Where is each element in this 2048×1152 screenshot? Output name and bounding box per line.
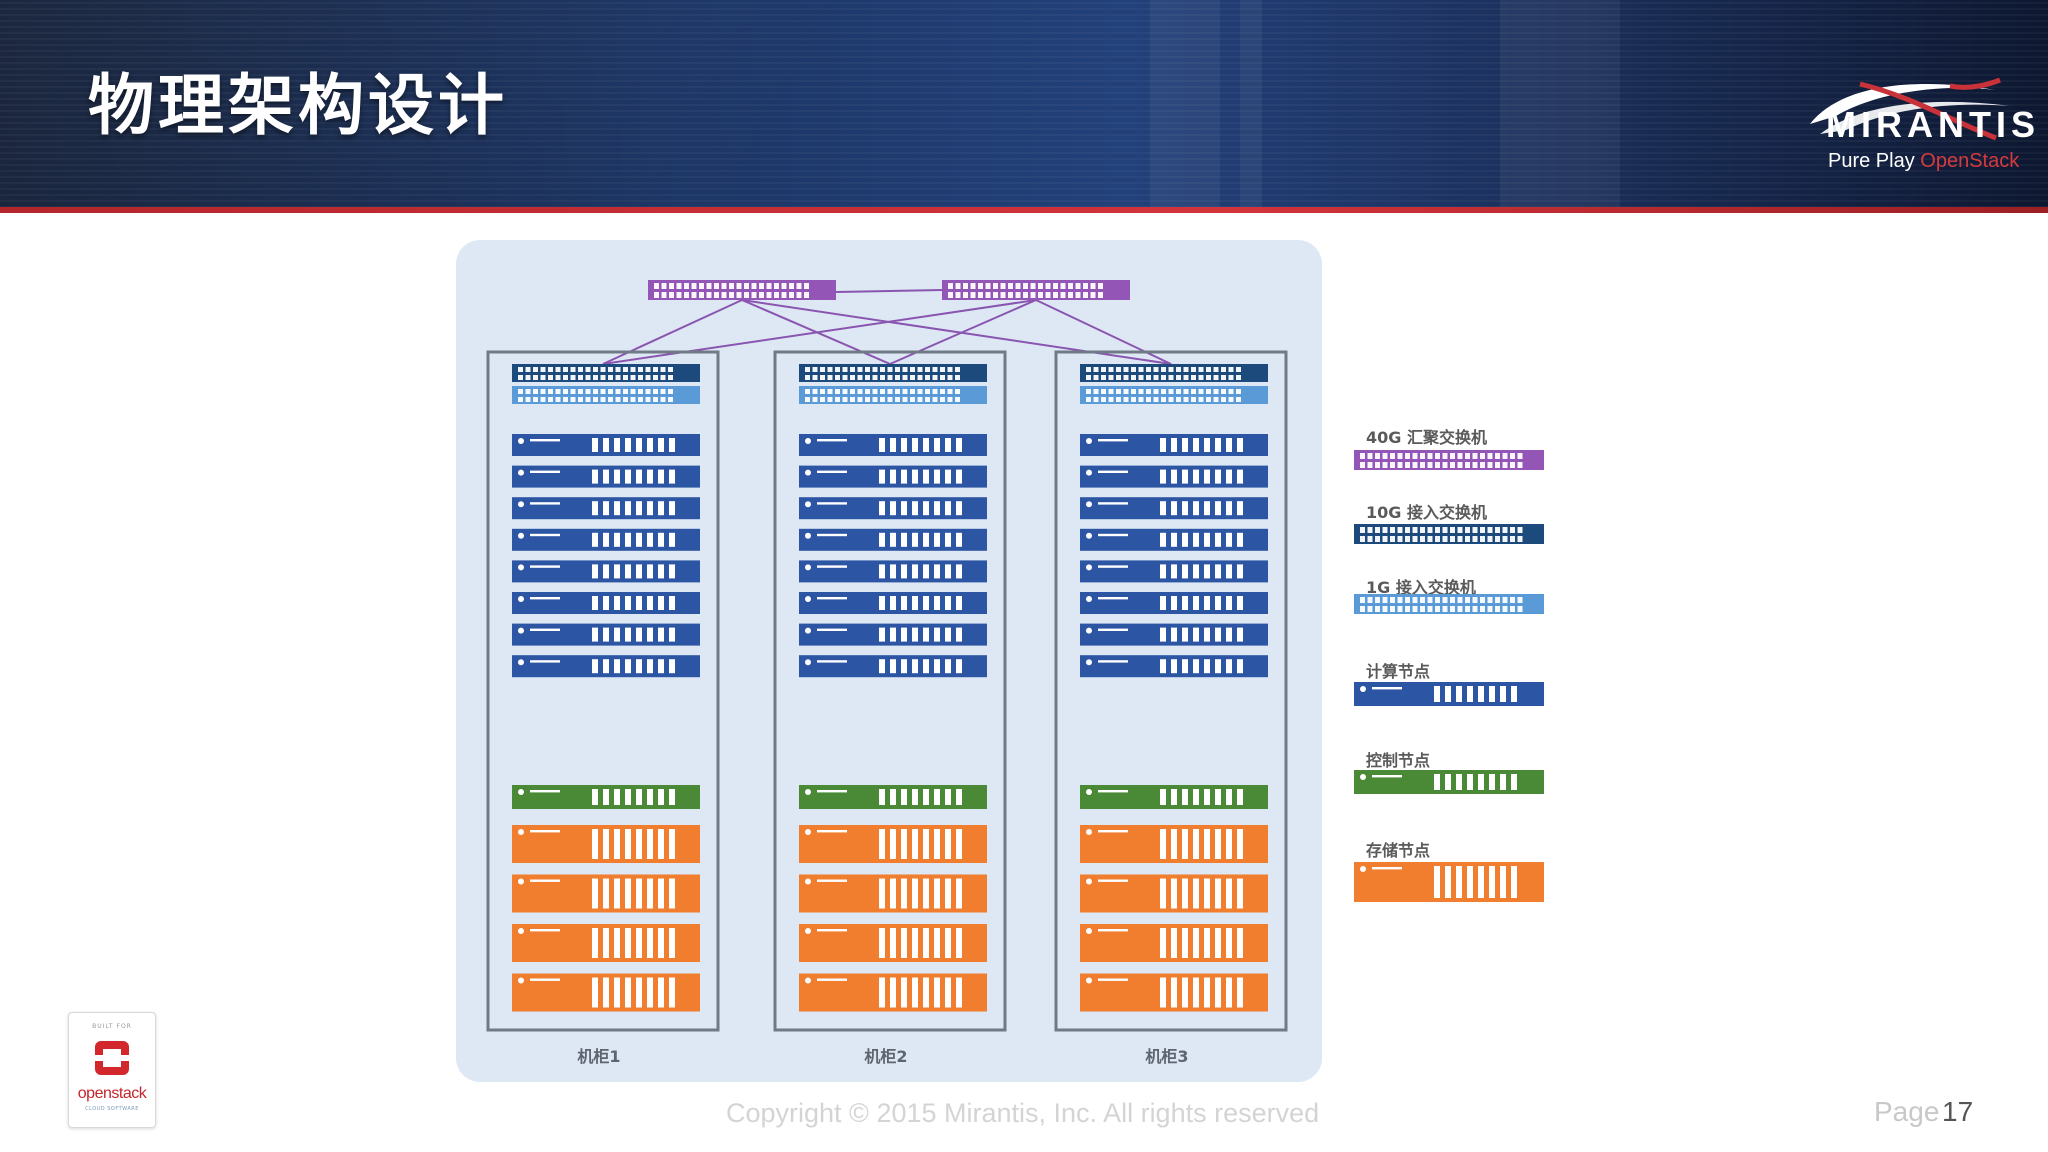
rack-2-switch-1g [799, 386, 987, 404]
rack-2-storage-node [799, 924, 987, 962]
core-switch-2 [942, 280, 1130, 300]
rack-3-compute-node [1080, 497, 1268, 520]
rack-3-storage-node [1080, 973, 1268, 1012]
legend-label-compute: 计算节点 [1366, 662, 1431, 681]
legend-swatch-switch1g [1354, 594, 1544, 614]
rack-1-compute-node [512, 592, 700, 614]
legend-swatch-switch40g [1354, 450, 1544, 470]
legend-swatch-control [1354, 770, 1544, 794]
page-label: Page [1874, 1096, 1940, 1127]
rack-3: 机柜3 [1054, 350, 1288, 1066]
rack-2-storage-node [799, 973, 987, 1012]
legend-label-switch40g: 40G 汇聚交换机 [1366, 428, 1487, 447]
legend-label-storage: 存储节点 [1366, 841, 1431, 860]
logo-tagline: Pure Play OpenStack [1828, 150, 2020, 172]
rack-3-control-node [1080, 785, 1268, 809]
badge-subtitle: CLOUD SOFTWARE [85, 1106, 139, 1112]
rack-1-control-node [512, 785, 700, 809]
rack-3-switch-10g [1080, 364, 1268, 382]
architecture-diagram: 机柜1 机柜2 机柜3 [486, 280, 1288, 1066]
legend-label-switch1g: 1G 接入交换机 [1366, 578, 1476, 597]
rack-1-compute-node [512, 528, 700, 551]
legend-label-control: 控制节点 [1366, 751, 1431, 770]
legend-swatch-storage [1354, 862, 1544, 902]
rack-2-storage-node [799, 825, 987, 863]
rack-1-storage-node [512, 973, 700, 1012]
uplink-2-rack-1 [602, 299, 1037, 365]
rack-label: 机柜2 [864, 1047, 907, 1066]
rack-3-switch-1g [1080, 386, 1268, 404]
rack-2-compute-node [799, 623, 987, 646]
rack-1-compute-node [512, 655, 700, 678]
rack-1-compute-node [512, 434, 700, 456]
legend-swatch-switch10g [1354, 524, 1544, 544]
header-banner: 物理架构设计 [0, 0, 2048, 208]
page-number: 17 [1942, 1096, 1974, 1127]
page-title: 物理架构设计 [88, 67, 508, 144]
rack-1: 机柜1 [486, 350, 720, 1066]
rack-label: 机柜3 [1145, 1047, 1188, 1066]
legend-swatches [1354, 450, 1544, 902]
rack-3-compute-node [1080, 655, 1268, 678]
rack-1-compute-node [512, 497, 700, 520]
uplink-1-rack-3 [741, 299, 1172, 365]
header-divider [0, 207, 2048, 213]
rack-1-compute-node [512, 465, 700, 488]
rack-3-compute-node [1080, 623, 1268, 646]
openstack-badge: BUILT FOR openstack CLOUD SOFTWARE [68, 1012, 156, 1128]
copyright-text: Copyright © 2015 Mirantis, Inc. All righ… [726, 1098, 1320, 1128]
rack-3-compute-node [1080, 592, 1268, 614]
rack-3-compute-node [1080, 465, 1268, 488]
rack-1-compute-node [512, 560, 700, 583]
rack-2: 机柜2 [773, 350, 1007, 1066]
rack-2-compute-node [799, 528, 987, 551]
core-interlink [835, 289, 943, 293]
rack-label: 机柜1 [577, 1047, 620, 1066]
rack-2-compute-node [799, 560, 987, 583]
rack-2-switch-10g [799, 364, 987, 382]
rack-1-switch-1g [512, 386, 700, 404]
uplink-2-rack-2 [889, 299, 1037, 365]
rack-3-compute-node [1080, 528, 1268, 551]
rack-3-compute-node [1080, 434, 1268, 456]
rack-3-storage-node [1080, 874, 1268, 913]
rack-1-storage-node [512, 825, 700, 863]
rack-2-compute-node [799, 655, 987, 678]
rack-2-storage-node [799, 874, 987, 913]
rack-3-storage-node [1080, 924, 1268, 962]
rack-2-control-node [799, 785, 987, 809]
rack-1-switch-10g [512, 364, 700, 382]
badge-name: openstack [77, 1085, 147, 1102]
rack-2-compute-node [799, 434, 987, 456]
rack-3-compute-node [1080, 560, 1268, 583]
badge-built-for: BUILT FOR [92, 1023, 132, 1030]
rack-2-compute-node [799, 497, 987, 520]
rack-2-compute-node [799, 592, 987, 614]
core-switch-1 [648, 280, 836, 300]
rack-1-storage-node [512, 874, 700, 913]
legend-label-switch10g: 10G 接入交换机 [1366, 503, 1487, 522]
rack-1-compute-node [512, 623, 700, 646]
rack-1-storage-node [512, 924, 700, 962]
architecture-diagram-panel: 机柜1 机柜2 机柜3 [456, 240, 1322, 1082]
legend-swatch-compute [1354, 682, 1544, 706]
mirantis-swoosh-icon [1810, 77, 2010, 141]
rack-3-storage-node [1080, 825, 1268, 863]
rack-2-compute-node [799, 465, 987, 488]
openstack-logo-icon [95, 1041, 129, 1075]
logo-name: MIRANTIS [1826, 104, 2040, 145]
